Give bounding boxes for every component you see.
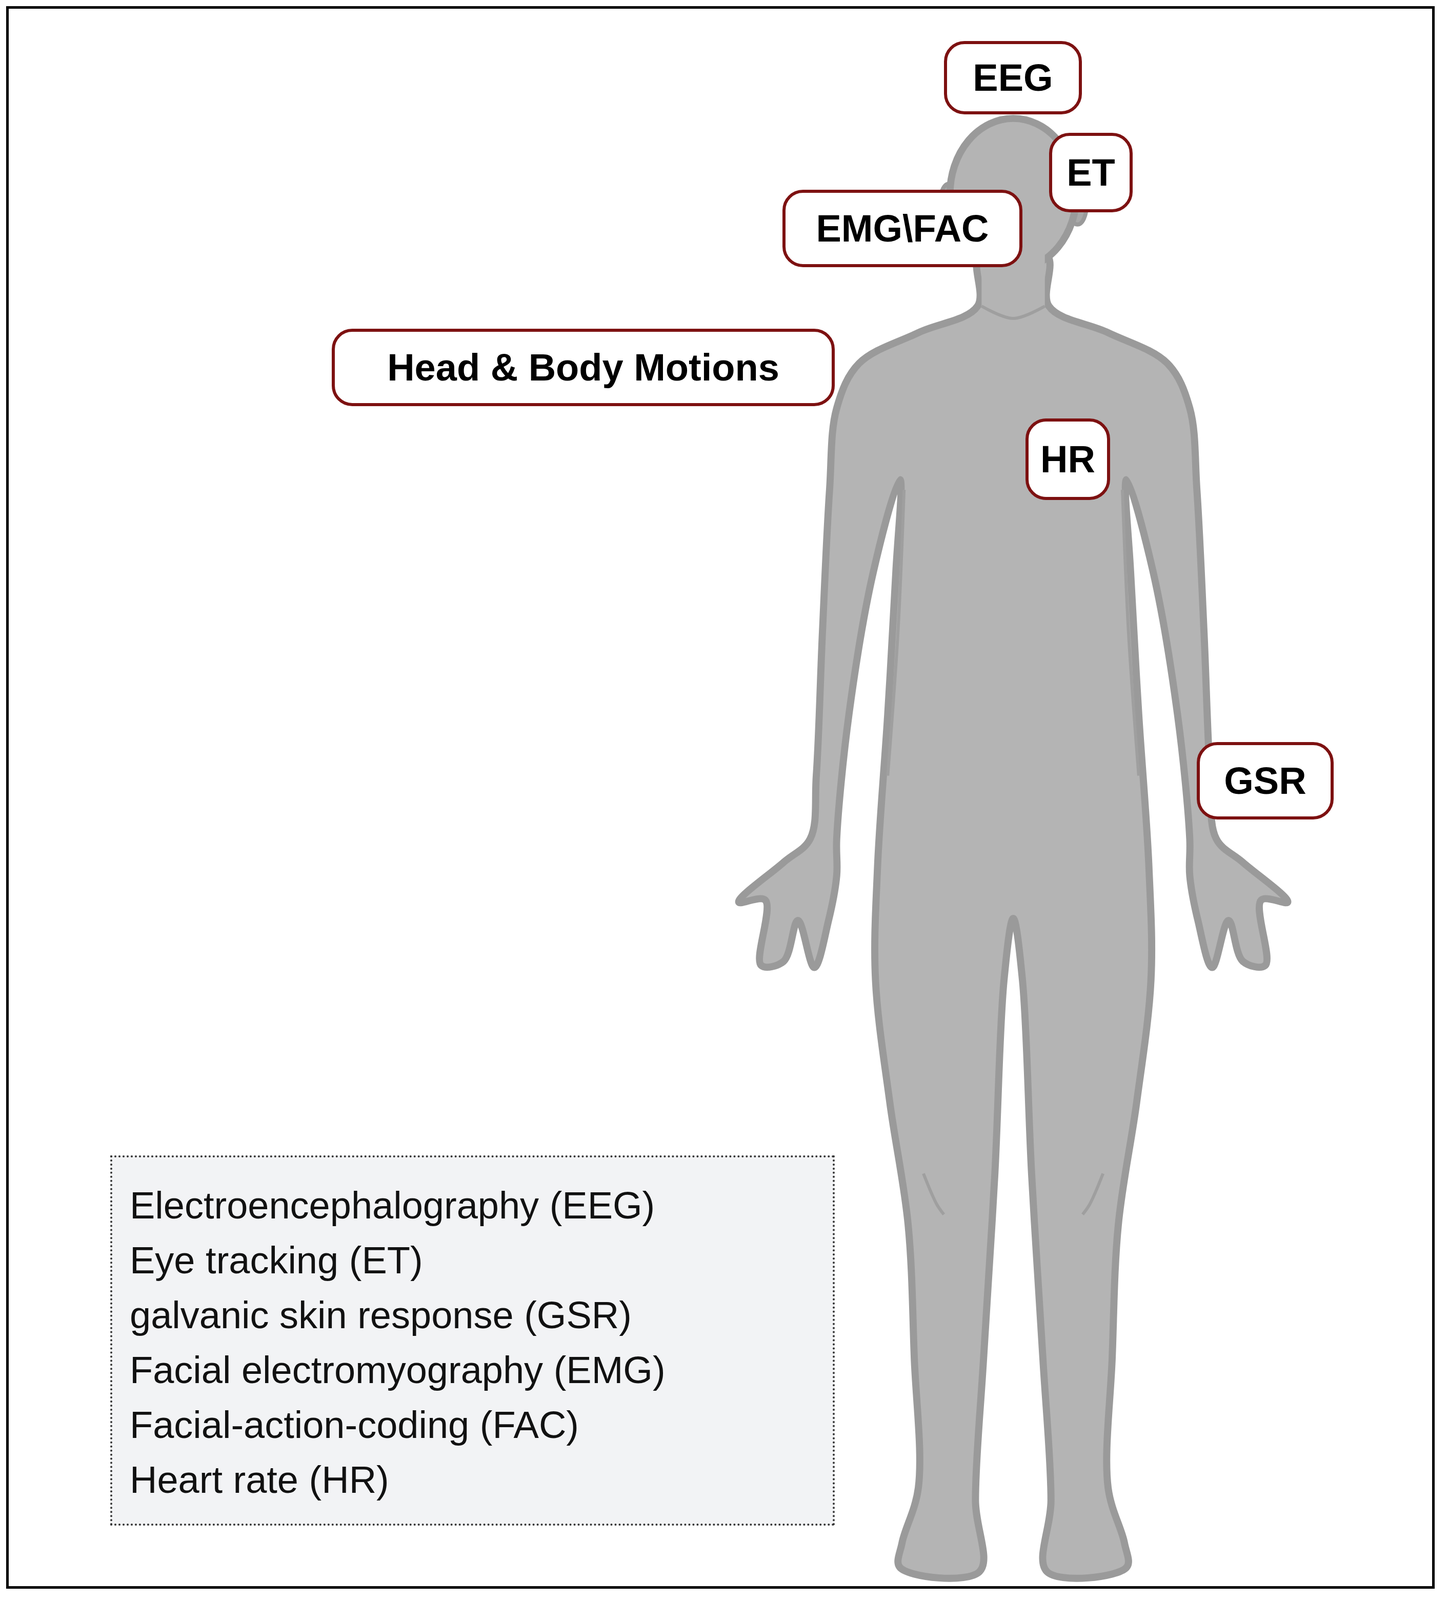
key-line: galvanic skin response (GSR): [129, 1287, 823, 1343]
body-contour: [887, 489, 904, 776]
sensor-label: ET: [1066, 150, 1116, 195]
key-line: Electroencephalography (EEG): [129, 1177, 823, 1233]
key-line: Facial-action-coding (FAC): [129, 1397, 823, 1453]
body-contour: [1082, 1173, 1103, 1215]
sensor-label: EMG\FAC: [815, 206, 989, 251]
sensor-tag: EEG: [943, 41, 1082, 115]
abbreviation-key: Electroencephalography (EEG)Eye tracking…: [110, 1155, 835, 1526]
sensor-tag: EMG\FAC: [782, 189, 1023, 268]
body-contour: [981, 306, 1045, 319]
sensor-label: EEG: [972, 55, 1053, 100]
sensor-tag: HR: [1025, 418, 1111, 500]
key-line: Eye tracking (ET): [129, 1232, 823, 1288]
sensor-tag: Head & Body Motions: [331, 328, 835, 407]
sensor-tag: GSR: [1196, 741, 1334, 820]
key-line: Heart rate (HR): [129, 1452, 823, 1507]
sensor-tag: ET: [1049, 132, 1133, 213]
sensor-label: HR: [1040, 437, 1096, 481]
body-contour: [923, 1173, 944, 1215]
sensor-label: Head & Body Motions: [387, 345, 780, 390]
body-contour: [1122, 489, 1139, 776]
key-line: Facial electromyography (EMG): [129, 1342, 823, 1398]
sensor-label: GSR: [1223, 758, 1306, 803]
